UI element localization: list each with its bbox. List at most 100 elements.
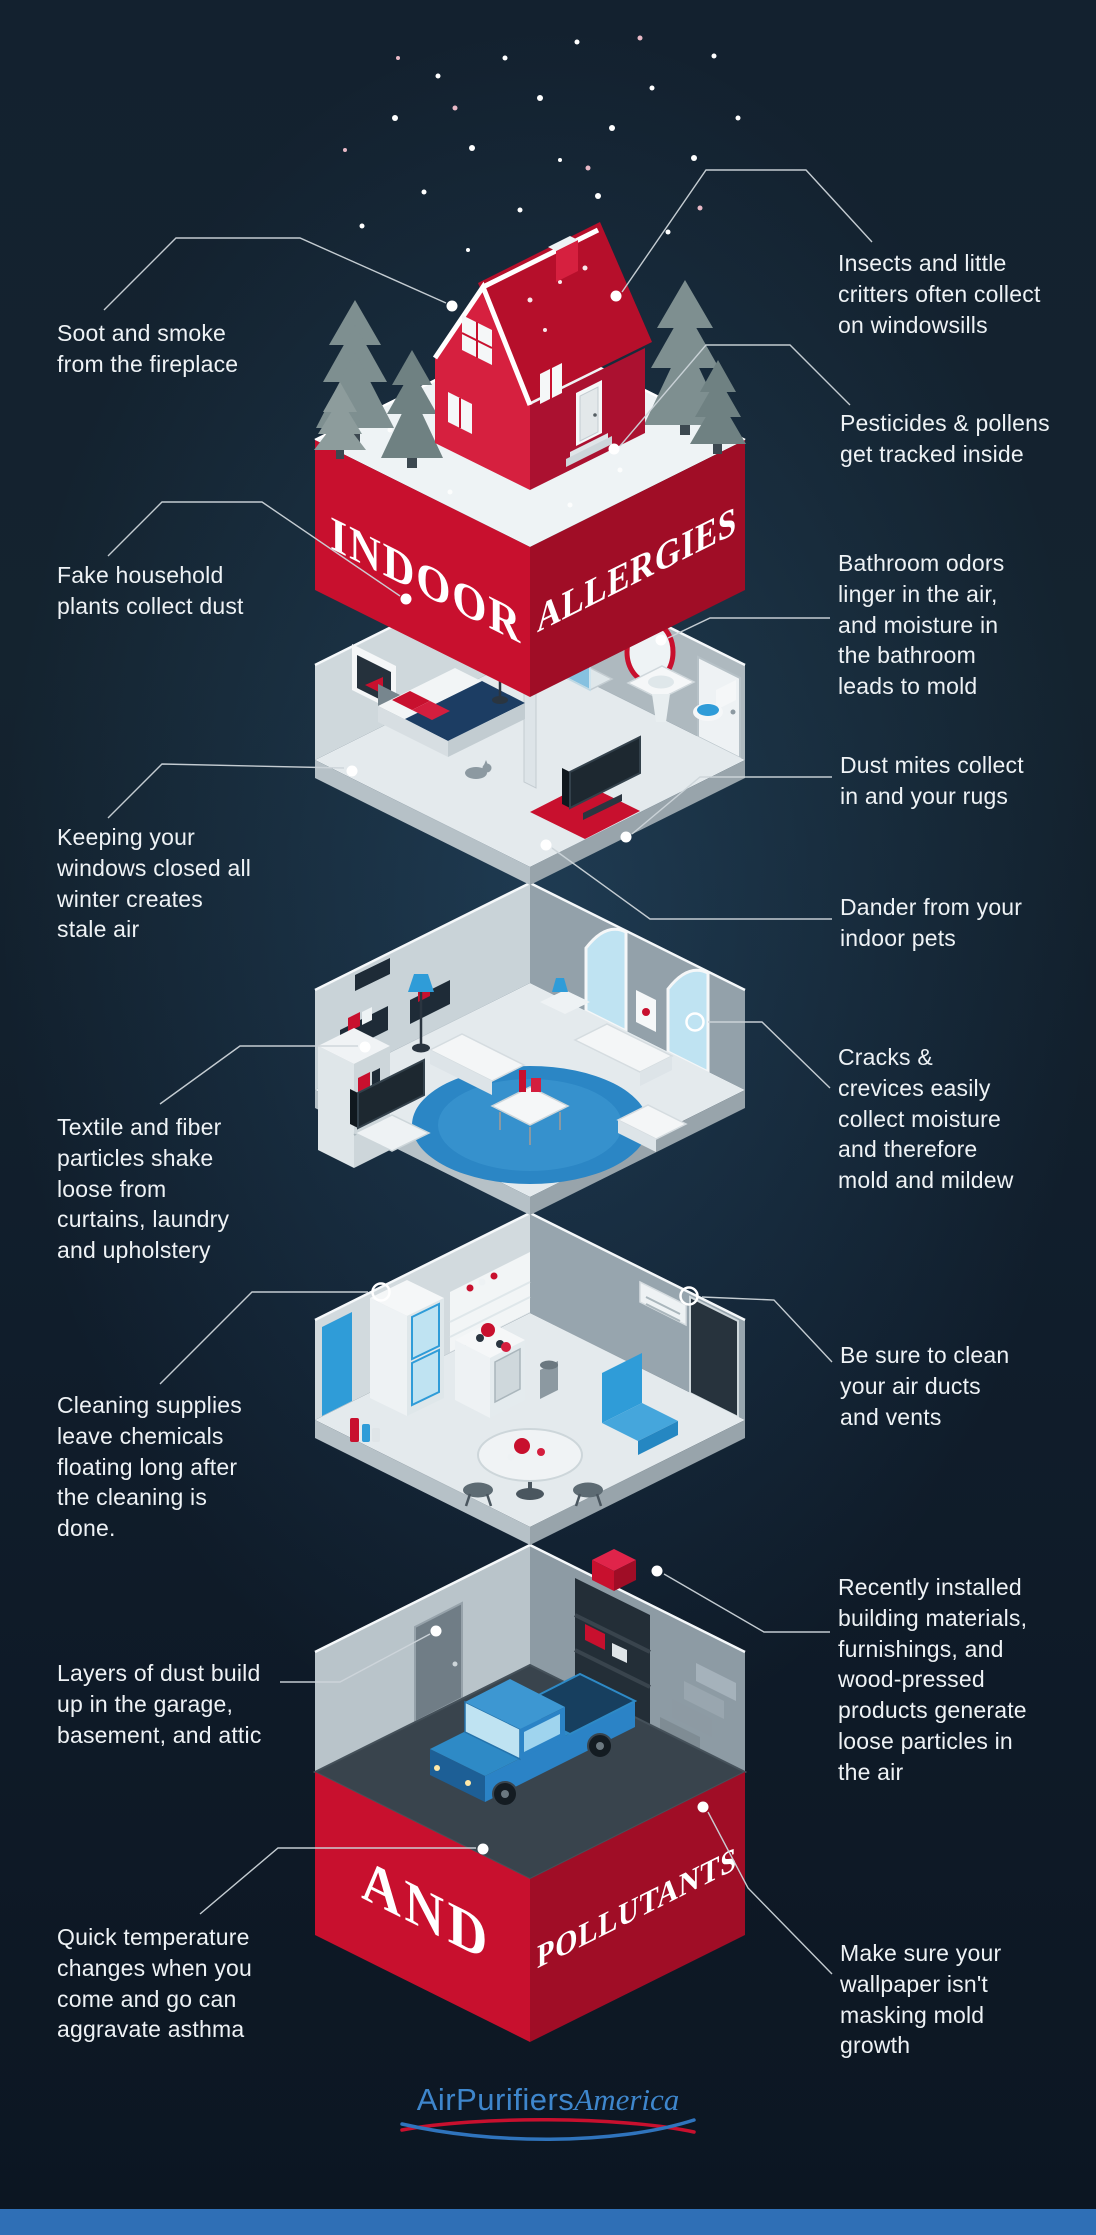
brand-logo: AirPurifiersAmerica (0, 2082, 1096, 2118)
cat (465, 760, 492, 779)
red-house (432, 222, 652, 490)
connector-line (667, 617, 830, 639)
connector-line (708, 1021, 831, 1089)
callout-dust-mites: Dust mites collect in and your rugs (840, 752, 1024, 809)
bed (378, 668, 525, 757)
pickup-truck (430, 1672, 638, 1807)
callout-wallpaper-mold: Make sure your wallpaper isn't masking m… (840, 1940, 1002, 2059)
house-window (448, 392, 472, 434)
logo-text-america: America (574, 2082, 680, 2117)
banner-top-right-face (530, 440, 745, 697)
tv-and-stand (350, 1058, 431, 1152)
connector-ring (371, 1282, 391, 1302)
refrigerator (370, 1280, 444, 1416)
connector-line (107, 763, 345, 819)
red-pillow (412, 701, 450, 720)
connector-dot (346, 765, 358, 777)
bathroom-sink (626, 665, 696, 722)
banner-top-left-face (315, 440, 530, 697)
small-wreath-window (636, 990, 656, 1032)
connector-ring (679, 1286, 699, 1306)
chimney (548, 236, 578, 282)
callout-building-materials: Recently installed building materials, f… (838, 1574, 1028, 1785)
connector-dot (446, 300, 458, 312)
stool (573, 1482, 603, 1507)
connector-line (701, 1296, 833, 1363)
connector-line (663, 1573, 830, 1633)
cleaning-supply-bottles (350, 1418, 380, 1442)
connector-dots (346, 290, 709, 1855)
armchair (616, 1104, 688, 1152)
stove (455, 1322, 525, 1418)
arched-window (666, 968, 710, 1075)
connector-dot (400, 593, 412, 605)
callout-cleaning-supplies: Cleaning supplies leave chemicals floati… (57, 1392, 242, 1542)
red-candle (531, 1078, 541, 1092)
red-storage-box (592, 1549, 636, 1591)
connector-line (199, 1847, 476, 1915)
kitchen-table (477, 1428, 583, 1500)
red-rug (530, 784, 640, 839)
callout-pesticides: Pesticides & pollens get tracked inside (840, 410, 1050, 467)
stool (463, 1482, 493, 1507)
toilet (693, 680, 736, 721)
logo-swoosh-icon (400, 2118, 696, 2141)
connector-dot (655, 634, 667, 646)
kitchen-curtain (322, 1312, 352, 1416)
pine-tree (381, 350, 443, 468)
spice-jars (466, 1272, 498, 1292)
snowfall (343, 35, 741, 252)
connector-dot (359, 1041, 371, 1053)
pine-tree (690, 360, 746, 454)
banner-bottom-left-face (315, 1772, 530, 2042)
connector-dot (608, 443, 620, 455)
logo-text-airpurifiers: AirPurifiers (416, 2082, 575, 2117)
house-section: INDOOR ALLERGIES (314, 222, 746, 697)
connector-dot (697, 1801, 709, 1813)
connector-ring (685, 1012, 705, 1032)
connector-dot (540, 839, 552, 851)
bottom-bar (0, 2209, 1096, 2235)
red-pillow (392, 691, 430, 710)
callout-air-ducts: Be sure to clean your air ducts and vent… (840, 1342, 1010, 1430)
door-steps (566, 436, 612, 467)
attic-window (461, 315, 493, 365)
connector-line (159, 1291, 368, 1385)
callout-soot-smoke: Soot and smoke from the fireplace (57, 320, 239, 377)
connector-dot (477, 1843, 489, 1855)
banner-bottom-right-face (530, 1772, 745, 2042)
callout-fake-plants: Fake household plants collect dust (57, 562, 244, 619)
connector-line (621, 169, 873, 293)
red-teapot (514, 1438, 530, 1454)
callout-textile-fibers: Textile and fiber particles shake loose … (57, 1114, 230, 1264)
connector-line (619, 344, 851, 447)
living-room-section (314, 881, 746, 1215)
bedroom-tv (562, 735, 641, 820)
kitchen-section (314, 1211, 746, 1545)
vase-pedestal (540, 978, 590, 1014)
callout-bathroom-odors: Bathroom odors linger in the air, and mo… (838, 550, 1005, 700)
callout-pet-dander: Dander from your indoor pets (840, 894, 1023, 951)
sofa (573, 1023, 674, 1086)
connector-line (551, 847, 832, 920)
red-candle (519, 1070, 526, 1092)
house-gable-wall (435, 287, 530, 490)
front-door (566, 380, 612, 467)
callout-windows-closed: Keeping your windows closed all winter c… (57, 824, 252, 943)
connector-dot (620, 831, 632, 843)
sofa (428, 1033, 526, 1095)
connector-dot (430, 1625, 442, 1637)
connector-line (631, 776, 832, 835)
connector-line (159, 1045, 358, 1105)
connector-line (707, 1811, 833, 1975)
arched-window (584, 927, 628, 1034)
connector-dot (610, 290, 622, 302)
pine-tree (314, 382, 366, 459)
connector-line (103, 237, 447, 311)
callout-temperature-changes: Quick temperature changes when you come … (57, 1924, 253, 2043)
blue-armchair (602, 1353, 678, 1455)
connector-dot (651, 1565, 663, 1577)
connector-lines (103, 169, 873, 1975)
